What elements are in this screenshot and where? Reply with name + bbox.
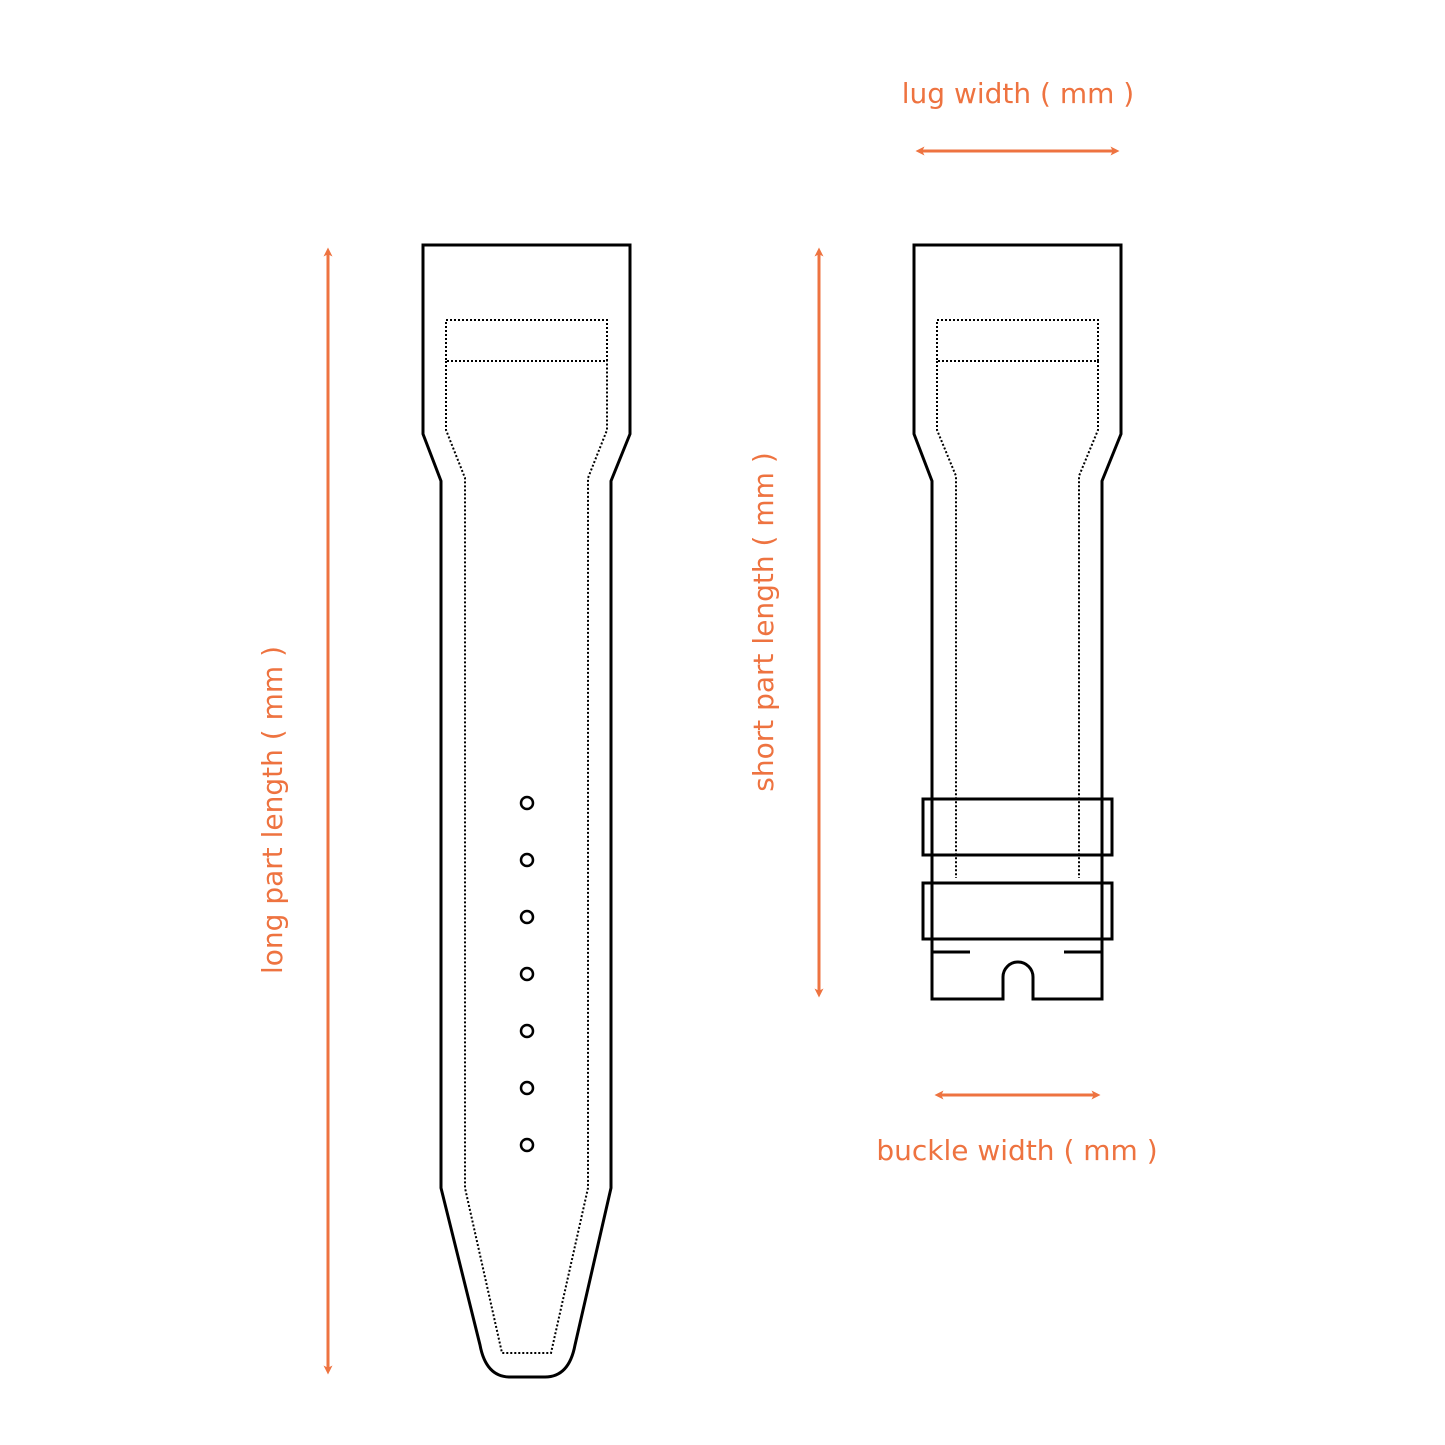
strap-hole [519,852,535,868]
buckle-width-label: buckle width ( mm ) [876,1134,1157,1167]
short-strap-stitching [936,319,1099,878]
short-strap-outline [912,243,1123,1001]
short-part-length-label: short part length ( mm ) [747,452,780,792]
strap-hole [519,1023,535,1039]
long-strap-part [421,243,632,1379]
lug-width-label: lug width ( mm ) [902,77,1134,110]
strap-holes [519,795,535,1153]
long-strap-stitching [445,319,608,1354]
strap-hole [519,909,535,925]
keeper-loop-lower [921,881,1114,941]
strap-hole [519,795,535,811]
long-strap-outline [421,243,632,1379]
strap-hole [519,966,535,982]
keeper-loop-upper [921,797,1114,857]
long-part-length-label: long part length ( mm ) [256,646,289,974]
strap-hole [519,1080,535,1096]
short-strap-part [912,243,1123,1001]
strap-hole [519,1137,535,1153]
